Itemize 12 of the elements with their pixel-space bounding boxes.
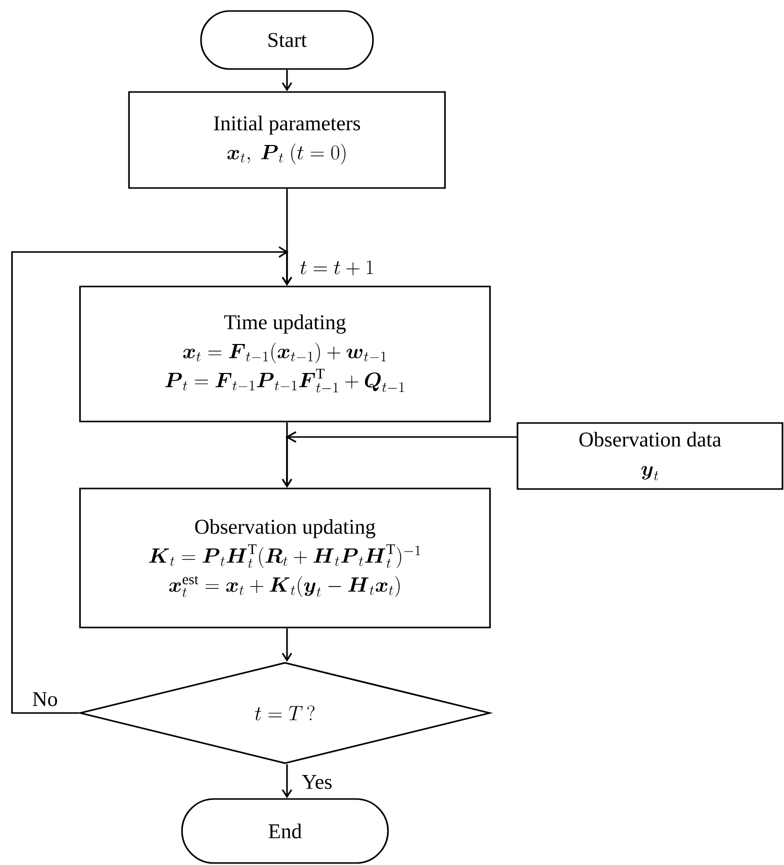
process-box: Time updating $\boldsymbol{x}_t = \boldsymbol{F}_{t-1}(\boldsymbol{x}_{t-1}) + \boldsymbol{w}_{t-1}$ $\boldsymbol{P}_t = \boldsymbol{F}_{t-1}\boldsymbol{P}_{t-1}\boldsymbol{F}_{t-1}^{\mathrm{T}} + \boldsymbol{Q}_{t-1}$ xyxy=(79,286,491,422)
arrow xyxy=(282,764,292,798)
arrow xyxy=(282,70,292,92)
edge-label: $t = t + 1$ xyxy=(298,260,376,276)
process-box: Observation data $\boldsymbol{y}_t$ xyxy=(516,422,784,490)
edge-label: Yes xyxy=(300,774,334,790)
edge-label: No xyxy=(31,691,59,708)
process-box: Observation updating $\boldsymbol{K}_t = \boldsymbol{P}_t\boldsymbol{H}_t^{\mathrm{T}}(\boldsymbol{R}_t + \boldsymbol{H}_t\boldsymbol{P}_t\boldsymbol{H}_t^{\mathrm{T}})^{-1}$ $\boldsymbol{x}_t^{\mathrm{est}} = \boldsymbol{x}_t + \boldsymbol{K}_t(\boldsymbol{y}_t - \boldsymbol{H}_t\boldsymbol{x}_t)$ xyxy=(79,488,491,628)
arrow xyxy=(282,431,518,488)
arrow xyxy=(282,628,292,662)
process-box: Initial parameters $\boldsymbol{x}_t,\ \boldsymbol{P}_t\ (t=0)$ xyxy=(128,91,446,189)
arrow xyxy=(11,246,292,714)
